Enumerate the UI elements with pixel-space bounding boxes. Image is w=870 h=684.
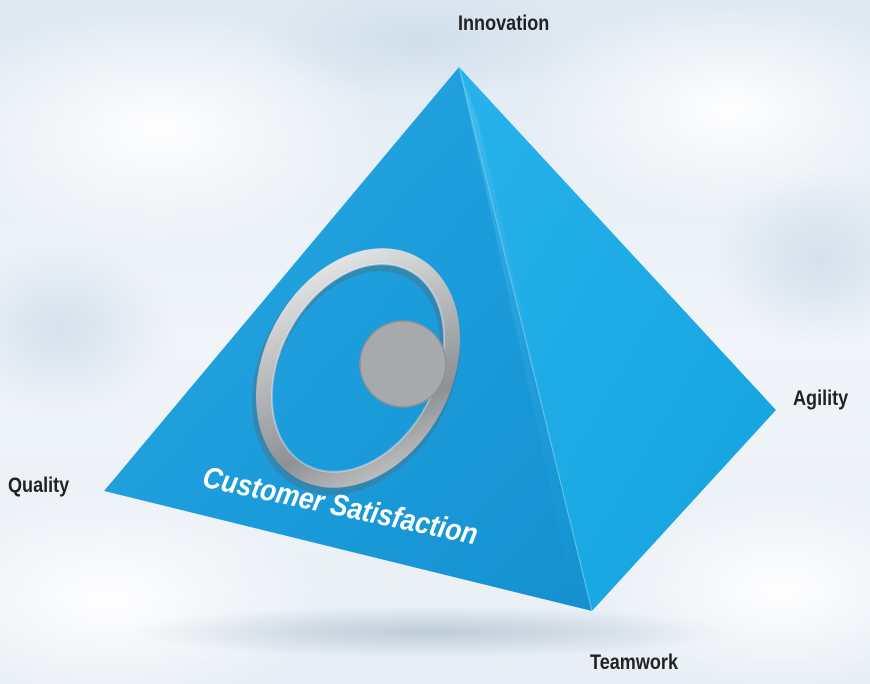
vertex-label-left: Quality [8, 474, 70, 497]
vertex-label-right: Agility [793, 387, 849, 410]
cloud [710, 170, 870, 350]
ring-with-sphere-logo [252, 248, 460, 495]
logo-sphere [360, 321, 446, 407]
vertex-label-bottom: Teamwork [590, 651, 679, 674]
cloud [530, 0, 870, 220]
pyramid-side-face [459, 67, 776, 611]
pyramid-shadow [130, 606, 730, 658]
pyramid-front-face [104, 67, 592, 611]
cloud [0, 240, 180, 420]
cloud [260, 0, 580, 100]
pyramid-edge [458, 66, 593, 612]
vertex-label-top: Innovation [458, 12, 550, 35]
